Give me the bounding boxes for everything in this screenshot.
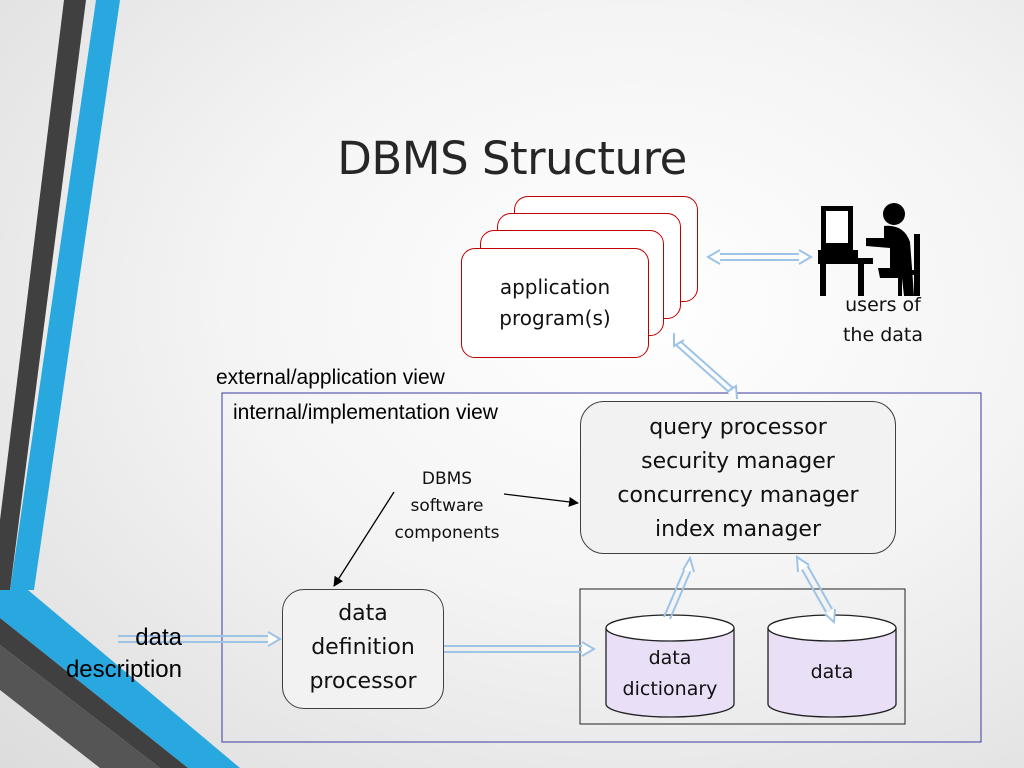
external-view-label: external/application view [216,366,445,389]
user-at-computer-icon [818,203,920,296]
data-description-label: data description [30,622,182,686]
data-processor-arrow [795,555,836,625]
data-dictionary-cylinder [605,614,735,718]
data-description-line2: description [65,656,182,683]
dbms-label-line3: components [394,523,500,543]
data-description-line1: data [135,624,182,651]
application-label-line1: application [499,275,611,299]
app-processor-arrow [673,333,738,400]
ddp-line1: data [338,601,388,626]
users-label-line1: users of [845,294,921,316]
query-processor-box [580,401,896,554]
component-security-manager: security manager [641,449,835,474]
component-index-manager: index manager [654,517,822,542]
data-store-label: data [810,661,854,683]
callout-arrows [333,491,579,587]
slide-title: DBMS Structure [337,132,687,185]
arrows [118,249,836,657]
decorative-stripes [0,0,240,768]
dbms-label-line2: software [410,496,484,516]
application-programs-label: application program(s) [461,272,649,334]
data-definition-processor-box [282,589,444,709]
internal-view-label: internal/implementation view [233,401,498,424]
data-dictionary-label: data dictionary [606,643,734,705]
internal-view-frame [221,392,982,743]
dbms-components-label: DBMS software components [378,466,516,547]
app-users-arrow [706,249,813,265]
query-processor-components: query processor security manager concurr… [580,411,896,547]
ddp-dictionary-arrow [444,641,596,657]
description-ddp-arrow [118,631,282,647]
data-cylinder [767,614,897,718]
users-label: users of the data [822,290,944,350]
users-label-line2: the data [842,324,924,346]
dictionary-processor-arrow [663,555,695,620]
dbms-label-line1: DBMS [421,469,473,489]
ddp-line3: processor [309,669,417,694]
data-definition-processor-label: data definition processor [282,597,444,699]
application-label-line2: program(s) [499,306,611,330]
component-concurrency-manager: concurrency manager [617,483,859,508]
data-dictionary-line1: data [648,647,692,669]
storage-frame [579,588,906,725]
ddp-line2: definition [311,635,415,660]
application-card-front [461,248,649,358]
component-query-processor: query processor [649,415,827,440]
data-dictionary-line2: dictionary [622,678,718,700]
